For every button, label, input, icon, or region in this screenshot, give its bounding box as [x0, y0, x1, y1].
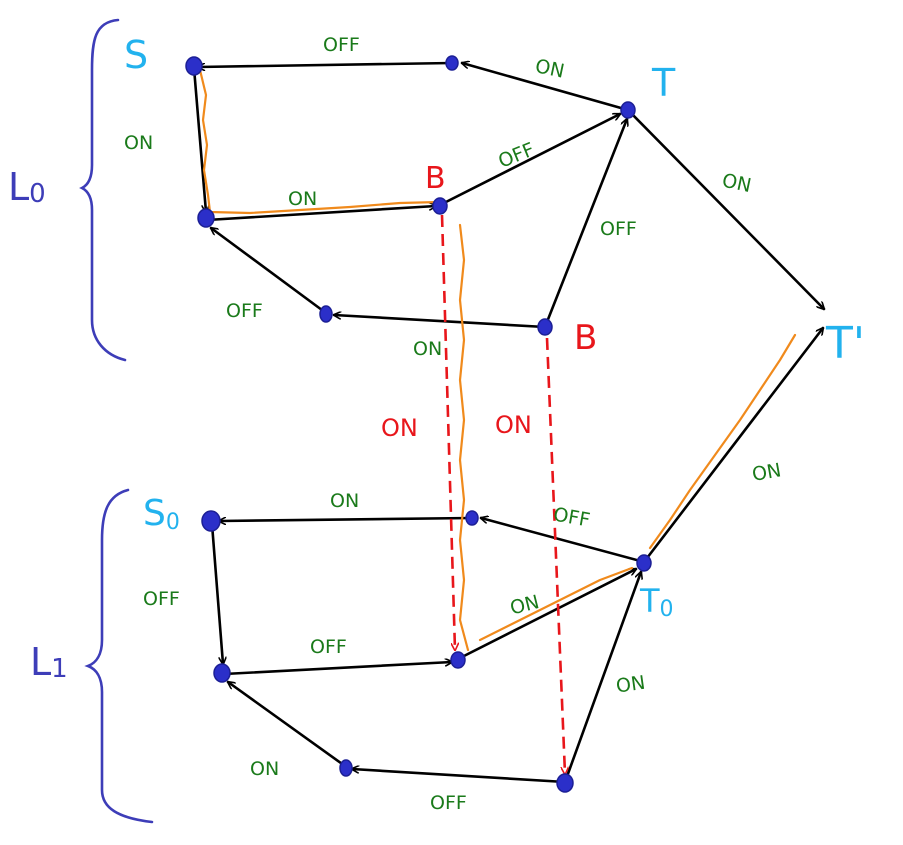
- label-top-s-down: ON: [124, 132, 153, 154]
- edge-bot-b-left: [350, 769, 567, 784]
- node-s0: [201, 510, 221, 532]
- label-bot-b-left: OFF: [430, 792, 467, 814]
- label-bot-back-left: ON: [250, 758, 279, 780]
- cross-edge-left: [440, 214, 455, 650]
- label-top-mid-right: ON: [288, 188, 317, 210]
- layer-l1-label: L1: [30, 640, 68, 684]
- label-bot-mid-right: OFF: [310, 636, 347, 658]
- node-bot-left-low: [213, 663, 231, 683]
- node-bot-mid: [465, 510, 479, 526]
- label-bot-s0-in: ON: [330, 490, 359, 512]
- edge-top-b2-left: [332, 315, 547, 329]
- label-cross-right: ON: [495, 411, 532, 439]
- label-top-b2-left: ON: [413, 338, 442, 360]
- node-tprime-label: T': [825, 318, 865, 369]
- edge-bot-s0-down: [210, 522, 223, 666]
- node-top-back: [319, 305, 333, 323]
- node-bot-back: [339, 759, 353, 777]
- layer-l0-brace: [79, 18, 127, 362]
- edge-top-s-in: [196, 61, 454, 67]
- label-top-t-tprime: ON: [720, 169, 753, 197]
- label-bot-t0-tprime: ON: [750, 459, 783, 486]
- cross-edge-right: [545, 337, 565, 774]
- node-t: [620, 101, 636, 119]
- node-bot-b-lower: [556, 773, 574, 793]
- node-t0-label: T0: [639, 582, 674, 622]
- edge-bot-b-t0: [563, 572, 641, 784]
- node-s0-label: S0: [143, 493, 180, 535]
- edge-bot-back-left: [228, 682, 347, 768]
- edge-bot-s0-in: [217, 516, 474, 521]
- node-b-upper-label: B: [425, 161, 446, 196]
- highlight-path: [198, 68, 797, 652]
- edge-top-t-tprime: [626, 108, 824, 309]
- node-top-mid: [445, 55, 459, 71]
- node-b-upper: [432, 197, 448, 215]
- node-t0: [636, 554, 652, 572]
- label-top-b2-t: OFF: [600, 218, 637, 240]
- node-bot-b: [450, 651, 466, 669]
- edge-top-back-left: [211, 228, 328, 315]
- node-top-left-low: [197, 208, 215, 228]
- layer-l0-label: L0: [8, 165, 46, 209]
- node-t-label: T: [651, 61, 676, 105]
- edge-bot-mid-t0: [456, 567, 636, 661]
- layer-l1-brace: [84, 488, 154, 824]
- node-s-label: S: [124, 33, 148, 77]
- label-top-t-left: ON: [533, 55, 566, 83]
- label-bot-b-t0: ON: [615, 672, 647, 698]
- label-top-s-in: OFF: [323, 34, 360, 56]
- node-b-lower: [537, 318, 553, 336]
- label-top-back-left: OFF: [226, 300, 263, 322]
- edge-top-b-t: [438, 112, 620, 207]
- node-b-lower-label: B: [574, 318, 597, 358]
- label-bot-mid-t0: ON: [508, 591, 542, 619]
- node-s: [185, 56, 203, 76]
- edge-top-s-down: [192, 66, 206, 214]
- edge-top-mid-right: [205, 206, 438, 222]
- label-bot-t0-left: OFF: [552, 503, 592, 531]
- edge-top-b2-t: [543, 119, 627, 329]
- edge-top-t-left: [462, 63, 630, 112]
- edge-bot-t0-left: [481, 518, 646, 564]
- edge-bot-t0-tprime: [642, 328, 823, 564]
- edge-bot-mid-right: [222, 662, 454, 676]
- label-cross-left: ON: [381, 414, 418, 442]
- label-bot-s0-down: OFF: [143, 588, 180, 610]
